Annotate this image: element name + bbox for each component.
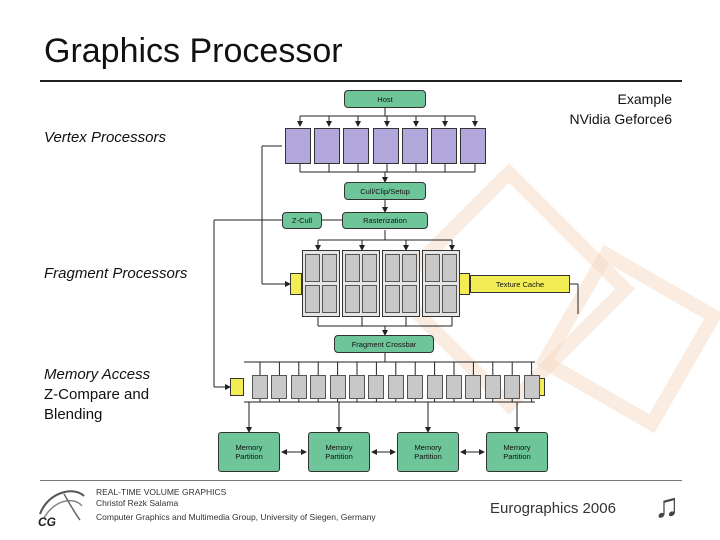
rop-unit xyxy=(349,375,365,399)
z-cull-block: Z-Cull xyxy=(282,212,322,229)
fragment-processors-label: Fragment Processors xyxy=(44,265,188,282)
rop-unit xyxy=(368,375,385,399)
fragment-processor-cell xyxy=(385,285,400,313)
rop-unit xyxy=(271,375,288,399)
fragment-processor-cell xyxy=(362,285,377,313)
fragment-processor-quad xyxy=(302,250,340,317)
fragment-processor-cell xyxy=(362,254,377,282)
footer-divider xyxy=(40,480,682,481)
svg-text:CG: CG xyxy=(38,515,56,528)
fragment-processor-cell xyxy=(402,285,417,313)
fragment-processor-quad xyxy=(422,250,460,317)
example-note: Example NVidia Geforce6 xyxy=(520,89,672,129)
vertex-processor xyxy=(314,128,341,164)
rop-unit xyxy=(387,375,404,399)
title-divider xyxy=(40,80,682,82)
vertex-processor xyxy=(372,128,399,164)
rop-unit xyxy=(290,375,307,399)
rasterization-block: Rasterization xyxy=(342,212,428,229)
rop-strip-left xyxy=(230,378,244,396)
fragment-processor-cell xyxy=(442,285,457,313)
fragment-processor-cell xyxy=(442,254,457,282)
fragment-processor-cell xyxy=(425,285,440,313)
fragment-processor-cell xyxy=(305,285,320,313)
fragment-processor-quad xyxy=(342,250,380,317)
footer-text: REAL-TIME VOLUME GRAPHICS Christof Rezk … xyxy=(96,487,376,522)
fragment-processor-cell xyxy=(402,254,417,282)
fragment-processor-cell xyxy=(322,254,337,282)
rop-unit xyxy=(426,375,443,399)
example-line1: Example xyxy=(617,91,672,107)
cull-clip-setup-block: Cull/Clip/Setup xyxy=(344,182,426,200)
host-block: Host xyxy=(344,90,426,108)
cg-logo-icon: CG xyxy=(38,490,85,528)
fragment-processor-cell xyxy=(322,285,337,313)
fragment-processor-cell xyxy=(425,254,440,282)
rop-unit xyxy=(446,375,462,399)
conference-label: Eurographics 2006 xyxy=(490,500,616,517)
vertex-processor xyxy=(285,128,311,164)
texture-cache-block: Texture Cache xyxy=(470,275,570,293)
fragment-processor-cell xyxy=(345,254,360,282)
rop-unit xyxy=(329,375,346,399)
vertex-processor xyxy=(343,128,370,164)
memory-access-label: Memory Access Z-Compare and Blending xyxy=(44,366,151,423)
vertex-processor xyxy=(460,128,487,164)
rop-unit xyxy=(504,375,521,399)
footer-line2: Christof Rezk Salama xyxy=(96,498,179,508)
fragment-processor-cell xyxy=(345,285,360,313)
vertex-processors-label: Vertex Processors xyxy=(44,129,166,146)
example-line2: NVidia Geforce6 xyxy=(569,111,672,127)
fragment-strip-left xyxy=(290,273,302,295)
rop-unit xyxy=(465,375,482,399)
footer-affiliation: Computer Graphics and Multimedia Group, … xyxy=(96,512,376,522)
fragment-processor-cell xyxy=(305,254,320,282)
fragment-processor-cell xyxy=(385,254,400,282)
vertex-processor xyxy=(401,128,428,164)
footer-line1: REAL-TIME VOLUME GRAPHICS xyxy=(96,487,227,497)
rop-unit xyxy=(484,375,501,399)
page-title: Graphics Processor xyxy=(44,32,343,70)
rop-unit xyxy=(252,375,268,399)
rop-unit xyxy=(407,375,424,399)
music-note-icon: ♫ xyxy=(654,487,680,525)
fragment-processor-quad xyxy=(382,250,420,317)
rop-unit xyxy=(523,375,540,399)
rop-unit xyxy=(310,375,327,399)
vertex-processor xyxy=(431,128,457,164)
fragment-crossbar-block: Fragment Crossbar xyxy=(334,335,434,353)
